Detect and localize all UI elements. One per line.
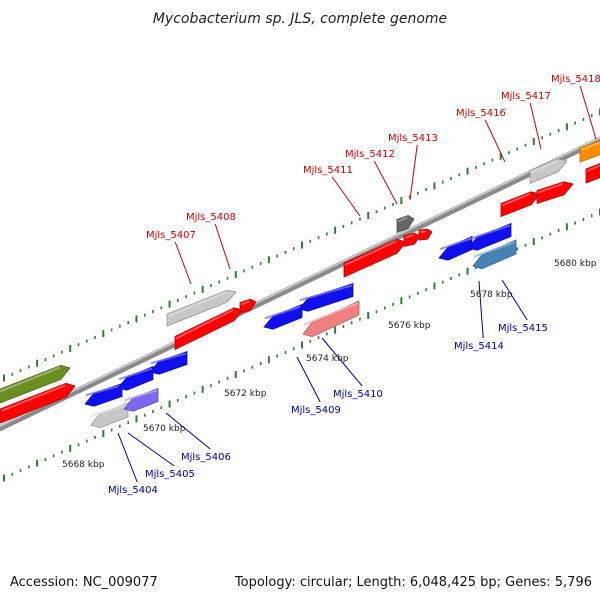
gene-label-mjls_5407[interactable]: Mjls_5407 — [146, 230, 196, 241]
gene-label-mjls_5405[interactable]: Mjls_5405 — [145, 469, 195, 480]
gene-feature-highlight — [530, 159, 558, 174]
ruler-labels: 5668 kbp 5670 kbp 5672 kbp 5674 kbp 5676 kbp… — [62, 259, 597, 470]
gene-feature-f7[interactable] — [343, 238, 407, 278]
gene-feature-highlight — [240, 300, 250, 306]
gene-feature-f14[interactable] — [579, 140, 600, 163]
accession-text: Accession: NC_009077 — [10, 575, 158, 590]
label-leader-lines — [117, 85, 597, 483]
gene-feature-highlight — [537, 182, 564, 194]
gene-feature-r3[interactable] — [84, 382, 123, 407]
gene-feature-highlight — [85, 384, 122, 397]
gene-feature-r10[interactable] — [467, 222, 512, 251]
gene-label-mjls_5409[interactable]: Mjls_5409 — [291, 405, 341, 416]
gene-label-mjls_5408[interactable]: Mjls_5408 — [186, 212, 236, 223]
gene-feature-f11[interactable] — [500, 191, 541, 218]
leader-line — [579, 85, 597, 140]
gene-feature-highlight — [303, 302, 359, 326]
gene-labels: Mjls_5407Mjls_5408Mjls_5411Mjls_5412Mjls… — [108, 74, 600, 496]
gene-label-mjls_5418[interactable]: Mjls_5418 — [551, 74, 600, 85]
gene-feature-highlight — [150, 352, 187, 365]
leader-line — [127, 432, 175, 467]
gene-feature-highlight — [344, 240, 397, 266]
gene-feature-f15[interactable] — [585, 163, 600, 184]
gene-label-mjls_5410[interactable]: Mjls_5410 — [333, 389, 383, 400]
gene-features — [0, 140, 600, 429]
gene-feature-highlight — [124, 389, 158, 402]
leader-line — [409, 144, 418, 201]
leader-line — [484, 119, 506, 163]
gene-feature-r8[interactable] — [302, 300, 360, 338]
gene-label-mjls_5415[interactable]: Mjls_5415 — [498, 323, 548, 334]
gene-label-mjls_5411[interactable]: Mjls_5411 — [303, 165, 353, 176]
gene-feature-f12[interactable] — [536, 181, 574, 205]
gene-label-mjls_5417[interactable]: Mjls_5417 — [501, 91, 551, 102]
leader-line — [174, 241, 192, 285]
gene-feature-highlight — [473, 241, 516, 258]
gene-label-mjls_5406[interactable]: Mjls_5406 — [181, 452, 231, 463]
gene-feature-r5[interactable] — [149, 350, 188, 375]
ruler-label: 5678 kbp — [470, 290, 513, 300]
gene-feature-r2[interactable] — [123, 387, 159, 412]
gene-feature-f1[interactable] — [0, 364, 71, 407]
backbone-highlight — [0, 136, 600, 428]
map-area — [0, 85, 600, 483]
ruler-label: 5668 kbp — [62, 460, 105, 470]
ruler-label: 5676 kbp — [388, 321, 431, 331]
gene-feature-r11[interactable] — [472, 239, 517, 270]
gene-feature-f3[interactable] — [0, 409, 5, 427]
gene-label-mjls_5414[interactable]: Mjls_5414 — [454, 341, 504, 352]
ruler-label: 5672 kbp — [224, 389, 267, 399]
leader-line — [214, 223, 231, 270]
leader-line — [117, 432, 138, 483]
gene-feature-highlight — [501, 192, 531, 207]
gene-feature-highlight — [91, 404, 128, 417]
genome-stats-text: Topology: circular; Length: 6,048,425 bp… — [234, 575, 592, 590]
leader-line — [478, 280, 484, 339]
gene-feature-highlight — [0, 384, 66, 413]
gene-label-mjls_5416[interactable]: Mjls_5416 — [456, 108, 506, 119]
gene-feature-r6[interactable] — [263, 303, 303, 330]
gene-feature-highlight — [264, 305, 302, 320]
ruler-label: 5680 kbp — [554, 259, 597, 269]
gene-feature-r7[interactable] — [298, 282, 354, 312]
gene-feature-highlight — [0, 366, 61, 393]
gene-feature-highlight — [118, 367, 153, 381]
leader-line — [296, 356, 321, 403]
leader-line — [529, 102, 542, 150]
genome-backbone — [0, 136, 600, 432]
gene-feature-highlight — [468, 224, 511, 241]
backbone-shadow — [0, 136, 600, 432]
leader-line — [373, 160, 398, 205]
gene-label-mjls_5412[interactable]: Mjls_5412 — [345, 149, 395, 160]
ruler-label: 5674 kbp — [306, 354, 349, 364]
gene-label-mjls_5404[interactable]: Mjls_5404 — [108, 485, 158, 496]
gene-feature-f2[interactable] — [0, 382, 76, 427]
gene-label-mjls_5413[interactable]: Mjls_5413 — [388, 133, 438, 144]
ruler-label: 5670 kbp — [143, 424, 186, 434]
gene-feature-f5[interactable] — [174, 307, 244, 351]
gene-feature-highlight — [439, 237, 472, 251]
gene-feature-highlight — [167, 291, 227, 317]
gene-feature-highlight — [404, 234, 414, 239]
leader-line — [165, 412, 211, 450]
leader-line — [501, 279, 528, 321]
map-title: Mycobacterium sp. JLS, complete genome — [153, 11, 447, 27]
gene-feature-highlight — [175, 308, 234, 340]
gene-feature-highlight — [419, 230, 427, 233]
gene-feature-highlight — [299, 284, 353, 302]
gene-feature-f4[interactable] — [166, 289, 237, 327]
gene-feature-highlight — [580, 141, 600, 151]
upper-dotted-ruler — [3, 108, 600, 382]
gene-feature-f13[interactable] — [529, 158, 568, 185]
leader-line — [321, 337, 363, 387]
leader-line — [331, 176, 361, 217]
gene-feature-highlight — [397, 216, 408, 223]
gene-feature-highlight — [586, 164, 600, 172]
